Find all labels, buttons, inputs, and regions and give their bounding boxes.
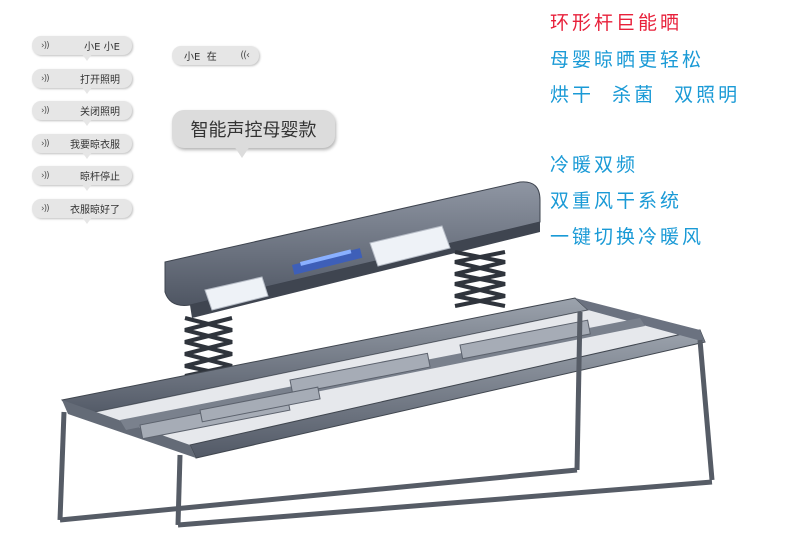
sound-wave-icon: ›)) xyxy=(41,170,50,181)
lower-rod-assembly xyxy=(57,311,715,528)
voice-bubble-5: ›)) 晾杆停止 xyxy=(32,166,132,191)
feature-line-5: 双重风干系统 xyxy=(550,190,683,212)
feature-line-3: 烘干 杀菌 双照明 xyxy=(550,84,741,106)
voice-command-text: 关闭照明 xyxy=(80,107,120,118)
sound-wave-icon: ›)) xyxy=(41,73,50,84)
sound-wave-icon: ›)) xyxy=(41,138,50,149)
feature-line-6: 一键切换冷暖风 xyxy=(550,226,705,248)
voice-bubble-1: ›)) 小E 小E xyxy=(32,36,132,61)
clip-rows xyxy=(139,319,591,440)
sound-wave-icon: ›)) xyxy=(41,40,50,51)
voice-bubble-2: ›)) 打开照明 xyxy=(32,69,132,94)
voice-bubble-4: ›)) 我要晾衣服 xyxy=(32,134,132,159)
voice-command-text: 小E 小E xyxy=(84,42,120,53)
headline-bubble: 智能声控母婴款 xyxy=(172,110,335,158)
voice-bubble-6: ›)) 衣服晾好了 xyxy=(32,199,132,224)
ceiling-unit xyxy=(164,181,541,318)
sound-wave-icon: ›)) xyxy=(41,203,50,214)
sound-wave-icon: ›)) xyxy=(41,105,50,116)
voice-command-text: 衣服晾好了 xyxy=(70,205,120,216)
voice-command-text: 打开照明 xyxy=(80,75,120,86)
voice-command-text: 我要晾衣服 xyxy=(70,140,120,151)
response-bubble: 小E 在 ((‹ xyxy=(172,46,259,65)
scissor-arm-right xyxy=(454,250,506,308)
feature-line-2: 母婴晾晒更轻松 xyxy=(550,49,705,71)
headline-text: 智能声控母婴款 xyxy=(190,120,317,141)
response-left-text: 小E 在 xyxy=(184,52,217,63)
voice-bubble-3: ›)) 关闭照明 xyxy=(32,101,132,126)
feature-line-4: 冷暖双频 xyxy=(550,154,639,176)
sound-wave-icon: ((‹ xyxy=(240,50,250,61)
feature-line-1: 环形杆巨能晒 xyxy=(550,12,683,34)
voice-command-text: 晾杆停止 xyxy=(80,172,120,183)
